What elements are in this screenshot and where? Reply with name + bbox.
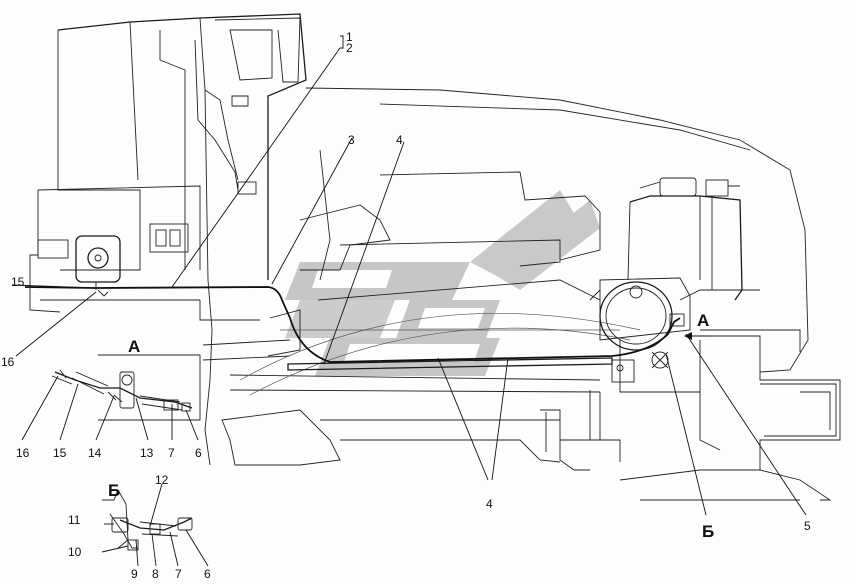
callout-4-bottom: 4 — [486, 497, 493, 511]
view-a-callout-6: 6 — [195, 446, 202, 460]
view-b-inset — [102, 488, 193, 551]
view-b-callout-8: 8 — [152, 567, 159, 581]
view-b-callout-9: 9 — [131, 567, 138, 581]
wire-harness — [24, 282, 685, 371]
callout-labels: 1 2 3 4 4 5 15 16 16 15 14 13 7 6 12 11 … — [1, 30, 811, 581]
view-b-title: Б — [108, 481, 120, 500]
leader-lines — [11, 35, 807, 567]
view-a-marker: А — [697, 311, 709, 330]
view-b-marker: Б — [702, 522, 714, 541]
view-a-inset — [51, 354, 201, 421]
view-b-callout-12: 12 — [155, 473, 169, 487]
view-b-callout-11: 11 — [68, 513, 81, 527]
view-b-callout-6: 6 — [204, 567, 211, 581]
callout-2: 2 — [346, 41, 353, 55]
view-a-title: А — [128, 337, 140, 356]
view-letters: А Б А Б — [108, 311, 714, 541]
view-a-callout-14: 14 — [88, 446, 102, 460]
view-a-callout-7: 7 — [168, 446, 175, 460]
watermark-logo — [285, 190, 600, 376]
cab-body — [29, 13, 307, 466]
battery-box — [589, 177, 743, 441]
callout-3: 3 — [348, 133, 355, 147]
view-a-callout-16: 16 — [16, 446, 30, 460]
callout-5: 5 — [804, 519, 811, 533]
view-a-callout-15: 15 — [53, 446, 67, 460]
callout-4-top: 4 — [396, 133, 403, 147]
callout-16-main: 16 — [1, 355, 15, 369]
engine-block — [202, 87, 809, 466]
callout-1: 1 — [346, 30, 353, 44]
view-b-callout-7: 7 — [175, 567, 182, 581]
view-a-callout-13: 13 — [140, 446, 154, 460]
callout-15-main: 15 — [11, 275, 25, 289]
view-b-callout-10: 10 — [68, 545, 82, 559]
